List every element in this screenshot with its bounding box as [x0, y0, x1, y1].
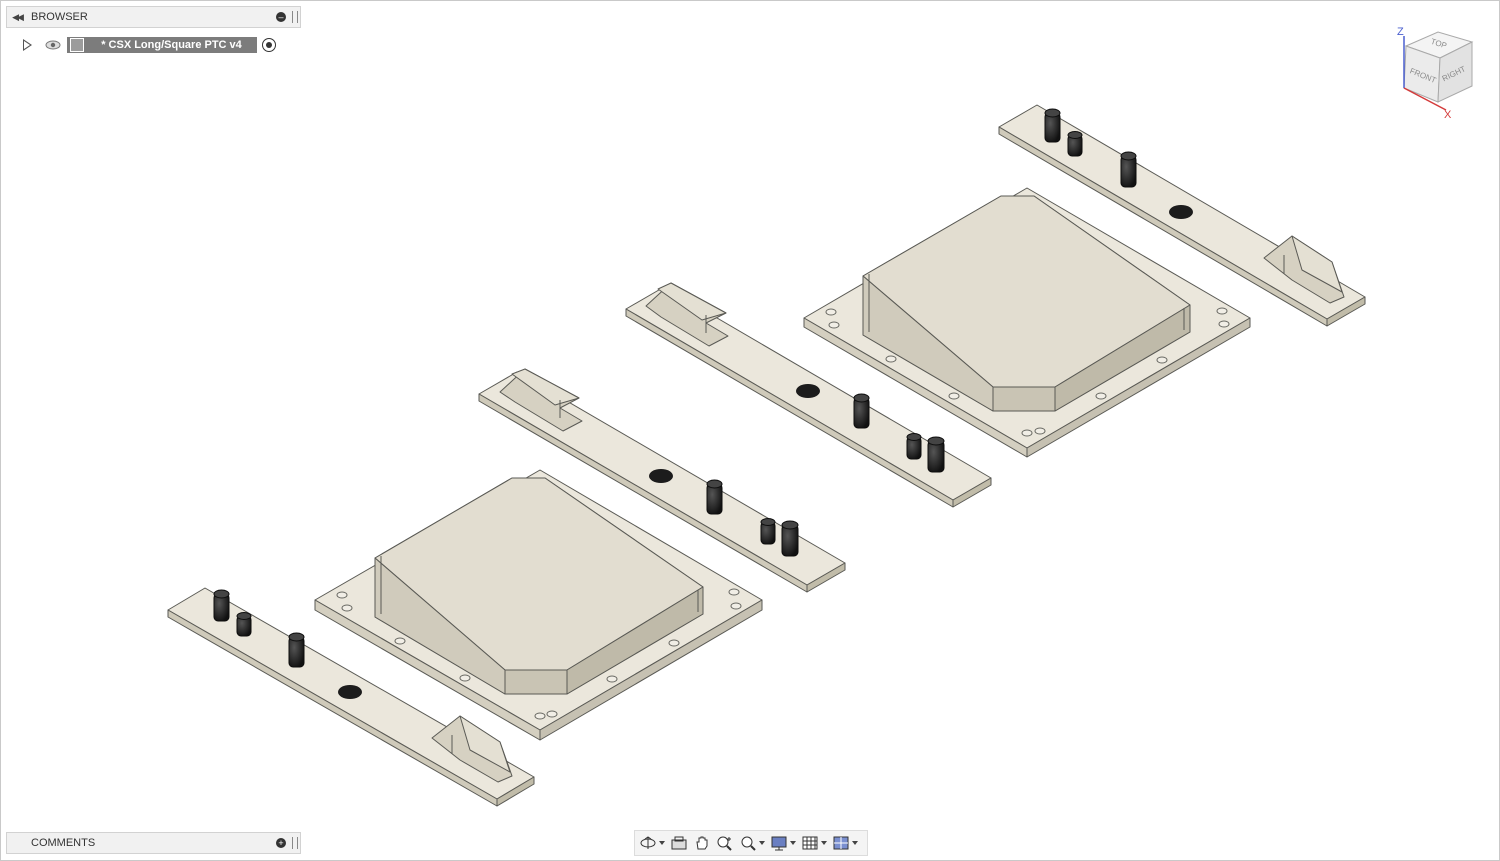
orbit-icon[interactable]: [639, 835, 665, 851]
tie-bar-4[interactable]: [998, 104, 1366, 327]
zoom-window-icon[interactable]: [739, 835, 765, 851]
zoom-icon[interactable]: [716, 835, 734, 851]
baseplate-right[interactable]: [803, 187, 1251, 458]
panel-grip-icon[interactable]: [292, 11, 298, 23]
grid-icon[interactable]: [801, 835, 827, 851]
viewcube-axis-z: Z: [1397, 26, 1404, 38]
double-left-arrow-icon[interactable]: ◀◀: [12, 11, 24, 22]
baseplate-left[interactable]: [314, 469, 763, 741]
tie-bar-1[interactable]: [167, 587, 535, 807]
eye-icon[interactable]: [45, 39, 61, 51]
display-settings-icon[interactable]: [770, 835, 796, 851]
viewports-icon[interactable]: [832, 835, 858, 851]
tie-bar-3[interactable]: [625, 282, 992, 508]
post-group-bar-3: [853, 393, 945, 473]
tie-bar-2[interactable]: [478, 368, 846, 593]
component-icon: [70, 38, 84, 52]
minus-circle-icon[interactable]: –: [276, 12, 286, 22]
comments-panel-header[interactable]: COMMENTS +: [6, 832, 301, 854]
browser-title: BROWSER: [31, 11, 88, 23]
component-item[interactable]: * CSX Long/Square PTC v4: [67, 37, 257, 53]
post-group-bar-4: [1044, 108, 1137, 188]
expand-triangle-icon[interactable]: [23, 39, 32, 51]
component-name: * CSX Long/Square PTC v4: [101, 39, 242, 51]
plus-circle-icon[interactable]: +: [276, 838, 286, 848]
post-group-bar-2: [706, 479, 799, 557]
browser-panel-header[interactable]: ◀◀ BROWSER –: [6, 6, 301, 28]
panel-grip-icon[interactable]: [292, 837, 298, 849]
viewcube[interactable]: TOP FRONT RIGHT Z X: [1392, 20, 1482, 120]
browser-tree-root[interactable]: * CSX Long/Square PTC v4: [18, 35, 276, 55]
navigation-bar: [634, 830, 868, 856]
viewcube-axis-x: X: [1444, 109, 1452, 120]
post-group-bar-1: [213, 589, 305, 668]
radio-target-icon[interactable]: [262, 38, 276, 52]
comments-title: COMMENTS: [31, 837, 96, 849]
look-at-icon[interactable]: [670, 835, 688, 851]
hand-pan-icon[interactable]: [693, 835, 711, 851]
